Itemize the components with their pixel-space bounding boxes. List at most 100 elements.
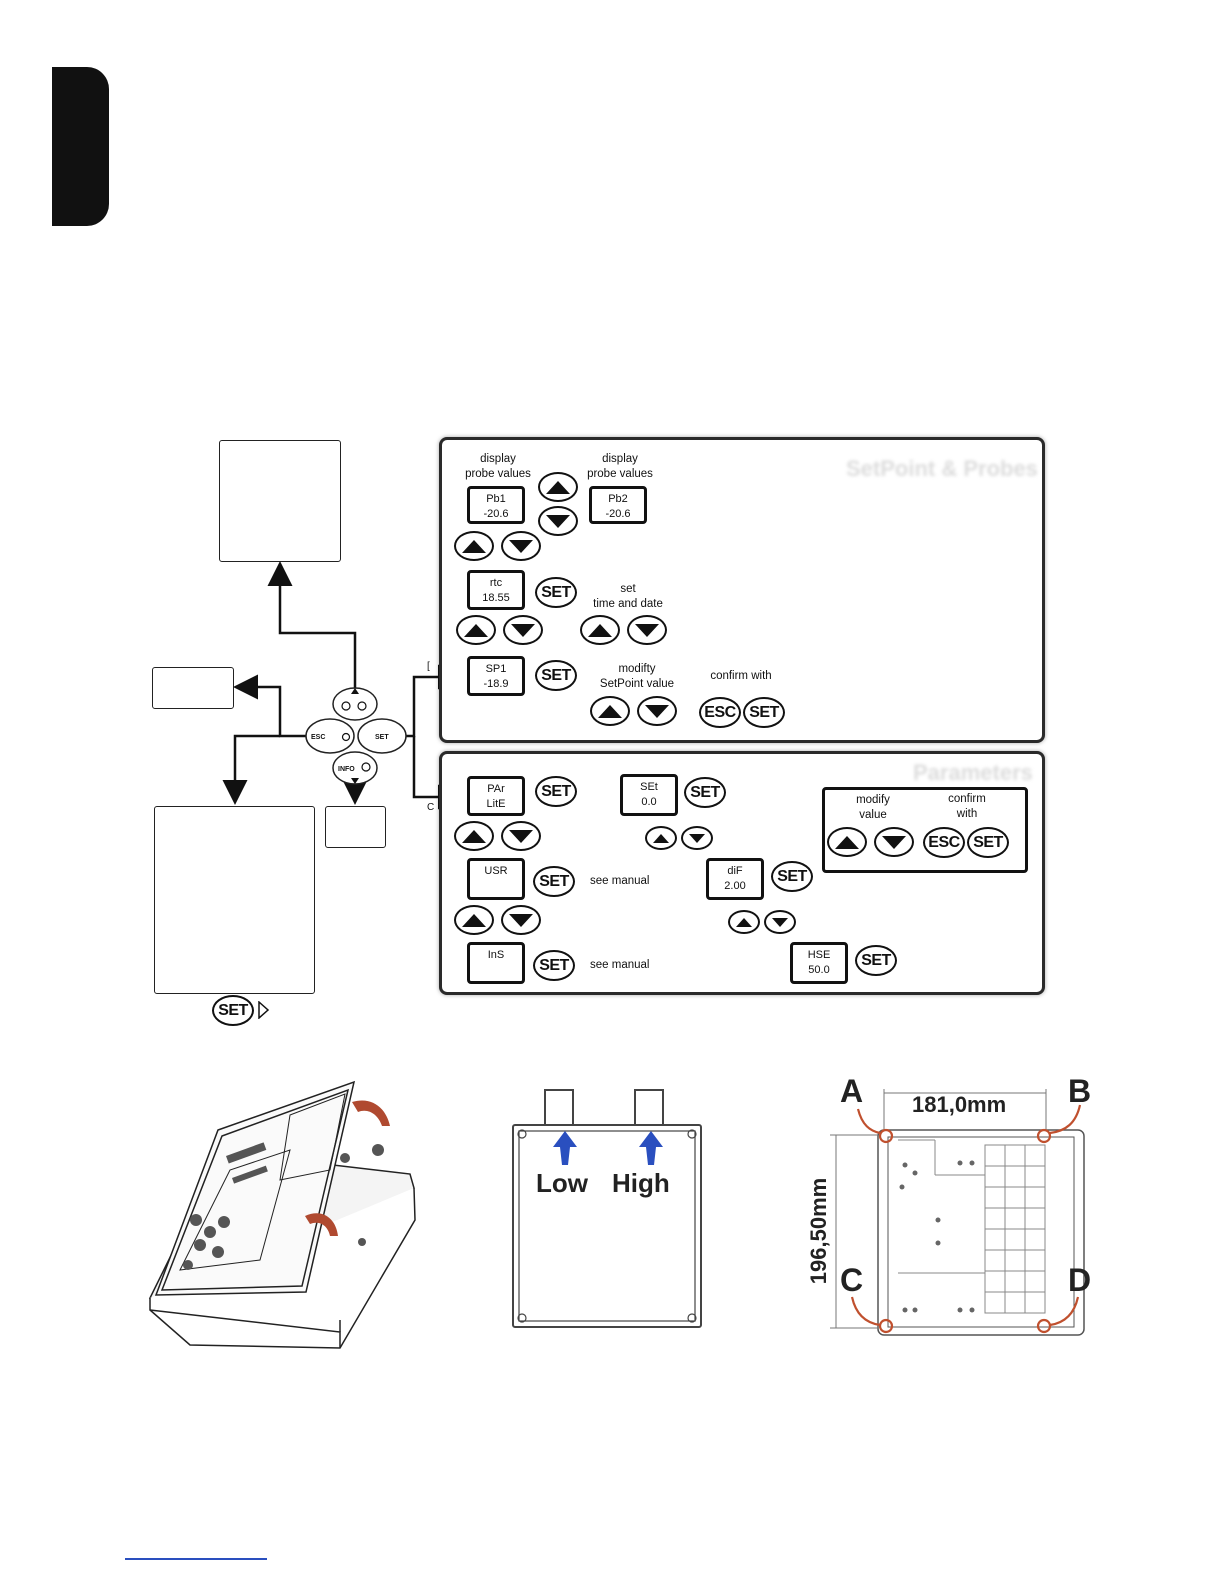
panel2-title: Parameters <box>913 760 1033 785</box>
dimensions-figure <box>830 1089 1085 1336</box>
panel-setpoint-probes <box>439 437 1045 743</box>
corner-a-label: A <box>840 1073 864 1109</box>
bottom-left-box <box>154 806 315 994</box>
up-button[interactable] <box>456 615 496 645</box>
down-button[interactable] <box>681 826 713 850</box>
footnote-rule <box>125 1558 267 1560</box>
height-dimension: 196,50mm <box>806 1177 831 1285</box>
label-confirm-with-2: confirm with <box>948 793 986 820</box>
section-tab <box>52 67 109 226</box>
set-key[interactable]: SET <box>771 861 813 892</box>
up-arrow-icon <box>653 833 669 843</box>
left-small-box <box>152 667 234 709</box>
label-set-time: set time and date <box>593 583 663 610</box>
set-key[interactable]: SET <box>684 777 726 808</box>
flow-mark-b: C <box>427 802 435 813</box>
up-button[interactable] <box>645 826 677 850</box>
set-key[interactable]: SET <box>743 697 785 728</box>
down-arrow-icon <box>509 913 533 927</box>
keypad-esc-label: ESC <box>311 734 326 741</box>
label-display-probe-2: display probe values <box>587 453 653 480</box>
label-see-manual-2: see manual <box>590 959 650 971</box>
esc-key[interactable]: ESC <box>923 827 965 858</box>
down-button[interactable] <box>627 615 667 645</box>
corner-b-label: B <box>1068 1073 1092 1109</box>
set-key[interactable]: SET <box>855 945 897 976</box>
label-high: High <box>612 1168 670 1198</box>
down-arrow-icon <box>546 514 570 528</box>
down-arrow-icon <box>635 623 659 637</box>
down-button[interactable] <box>874 827 914 857</box>
lcd-sp1: SP1-18.9 <box>467 656 525 696</box>
set-key[interactable]: SET <box>535 577 577 608</box>
esc-key[interactable]: ESC <box>699 697 741 728</box>
up-button[interactable] <box>580 615 620 645</box>
up-arrow-icon <box>462 913 486 927</box>
down-arrow-icon <box>509 829 533 843</box>
up-button[interactable] <box>454 821 494 851</box>
down-button[interactable] <box>538 506 578 536</box>
down-button[interactable] <box>501 905 541 935</box>
flow-mark-a: [ <box>427 661 430 672</box>
label-modify-value: modify value <box>856 794 890 821</box>
down-button[interactable] <box>501 821 541 851</box>
width-dimension: 181,0mm <box>912 1092 1007 1117</box>
panel1-title: SetPoint & Probes <box>846 456 1038 481</box>
up-button[interactable] <box>454 531 494 561</box>
set-key[interactable]: SET <box>535 776 577 807</box>
set-key[interactable]: SET <box>533 950 575 981</box>
top-info-box <box>219 440 341 562</box>
up-button[interactable] <box>827 827 867 857</box>
corner-d-label: D <box>1068 1262 1092 1298</box>
set-key[interactable]: SET <box>967 827 1009 858</box>
keypad-info-label: INFO <box>338 766 355 773</box>
label-low: Low <box>536 1168 588 1198</box>
down-arrow-icon <box>511 623 535 637</box>
lcd-usr: USR <box>467 858 525 900</box>
enclosure-opening-figure <box>148 1080 416 1349</box>
up-arrow-icon <box>598 704 622 718</box>
up-arrow-icon <box>546 480 570 494</box>
keypad <box>305 687 407 785</box>
down-arrow-icon <box>509 539 533 553</box>
up-arrow-icon <box>835 835 859 849</box>
low-high-inputs-figure <box>512 1089 702 1328</box>
bottom-small-box <box>325 806 386 848</box>
set-key[interactable]: SET <box>533 866 575 897</box>
keypad-esc-key[interactable] <box>305 718 355 754</box>
down-button[interactable] <box>501 531 541 561</box>
label-confirm-with: confirm with <box>710 670 772 682</box>
up-button[interactable] <box>590 696 630 726</box>
keypad-set-key[interactable] <box>357 718 407 754</box>
set-key[interactable]: SET <box>535 660 577 691</box>
down-arrow-icon <box>772 917 788 927</box>
label-modify-setpoint: modifty SetPoint value <box>599 663 675 690</box>
up-arrow-icon <box>462 539 486 553</box>
corner-c-label: C <box>840 1262 864 1298</box>
keypad-set-label: SET <box>375 734 389 741</box>
down-button[interactable] <box>637 696 677 726</box>
label-display-probe-1: display probe values <box>465 453 531 480</box>
lcd-ins: InS <box>467 942 525 984</box>
up-arrow-icon <box>588 623 612 637</box>
down-button[interactable] <box>503 615 543 645</box>
up-arrow-icon <box>553 1131 663 1165</box>
up-arrow-icon <box>462 829 486 843</box>
lcd-pb2: Pb2-20.6 <box>589 486 647 524</box>
up-button[interactable] <box>454 905 494 935</box>
down-button[interactable] <box>764 910 796 934</box>
set-key-bottom[interactable]: SET <box>212 995 254 1026</box>
label-see-manual-1: see manual <box>590 875 650 887</box>
up-arrow-icon <box>464 623 488 637</box>
down-arrow-icon <box>645 704 669 718</box>
up-button[interactable] <box>538 472 578 502</box>
lcd-pb1: Pb1-20.6 <box>467 486 525 524</box>
play-icon <box>258 1001 270 1019</box>
up-button[interactable] <box>728 910 760 934</box>
down-arrow-icon <box>882 835 906 849</box>
up-arrow-icon <box>736 917 752 927</box>
